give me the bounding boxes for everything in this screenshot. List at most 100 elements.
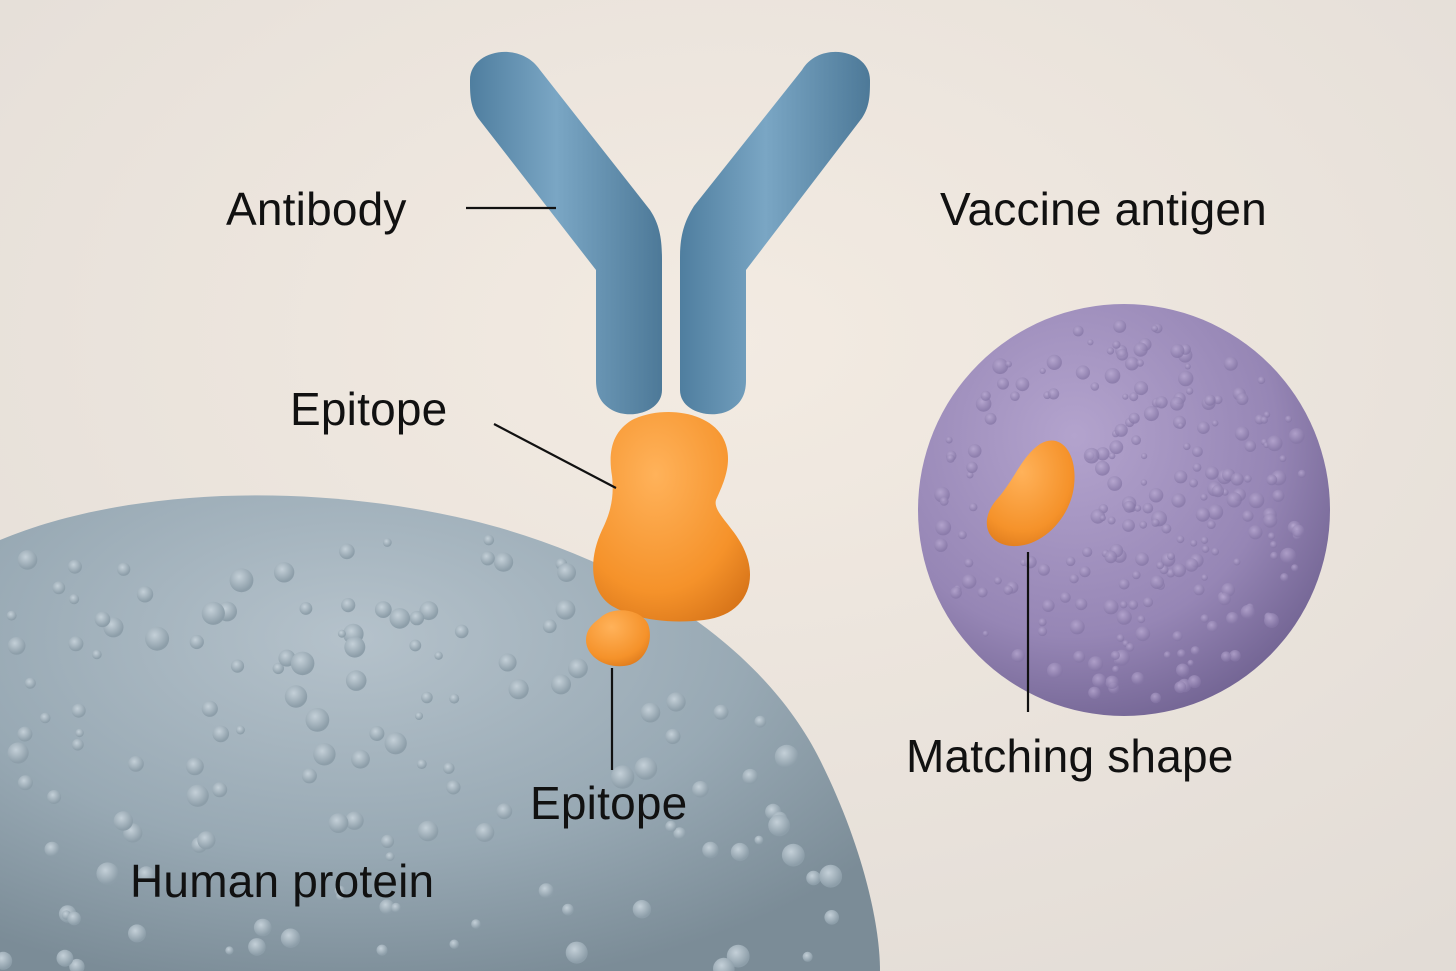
vaccine-antigen-surface-texture (934, 319, 1306, 704)
antigen-texture-bump (1088, 656, 1104, 672)
antigen-texture-bump (1242, 510, 1254, 522)
antibody-right-arm (680, 51, 870, 415)
surface-bump (0, 951, 13, 970)
surface-bump (692, 781, 709, 798)
surface-bump (768, 814, 790, 837)
surface-bump (806, 870, 821, 886)
vaccine-antigen-label: Vaccine antigen (940, 183, 1267, 235)
antigen-texture-bump (1189, 478, 1198, 488)
antigen-texture-bump (966, 461, 978, 473)
surface-bump (345, 811, 364, 830)
surface-bump (610, 765, 635, 789)
antigen-texture-bump (1236, 392, 1249, 406)
antigen-texture-bump (1177, 649, 1186, 658)
surface-bump (819, 864, 843, 888)
antigen-texture-bump (1204, 394, 1216, 406)
antigen-texture-bump (1116, 634, 1125, 642)
antigen-texture-bump (1106, 347, 1115, 355)
surface-bump (665, 728, 681, 745)
surface-bump (379, 899, 395, 915)
antigen-texture-bump (1075, 598, 1088, 611)
antigen-texture-bump (1226, 612, 1239, 625)
antigen-texture-bump (1269, 541, 1278, 549)
antigen-texture-bump (1183, 442, 1191, 451)
antigen-texture-bump (1112, 340, 1121, 349)
surface-bump (551, 674, 571, 695)
antigen-texture-bump (977, 587, 988, 598)
epitope-bound (586, 412, 751, 667)
surface-bump (253, 918, 272, 937)
antigen-texture-bump (1270, 551, 1279, 560)
antigen-texture-bump (992, 358, 1009, 375)
antigen-texture-bump (1095, 460, 1110, 476)
surface-bump (44, 841, 60, 857)
surface-bump (186, 757, 204, 776)
antigen-texture-bump (1123, 500, 1136, 513)
antigen-texture-bump (1069, 619, 1085, 635)
antigen-texture-bump (1248, 492, 1265, 509)
surface-bump (374, 601, 392, 618)
antigen-texture-bump (1096, 447, 1110, 461)
surface-bump (345, 670, 367, 691)
antigen-texture-bump (1104, 368, 1121, 384)
surface-bump (341, 598, 356, 613)
antigen-texture-bump (1108, 452, 1116, 460)
antigen-texture-bump (1187, 659, 1194, 667)
antigen-texture-bump (1211, 547, 1220, 556)
surface-bump (409, 610, 425, 626)
antigen-texture-bump (1037, 563, 1050, 576)
epitope-stem (586, 610, 650, 667)
surface-bump (235, 725, 245, 735)
surface-bump (328, 813, 349, 833)
antigen-texture-bump (1114, 423, 1128, 437)
antigen-texture-bump (1039, 367, 1046, 374)
surface-bump (336, 891, 346, 901)
antigen-texture-bump (1134, 504, 1142, 512)
antigen-texture-bump (1263, 411, 1271, 418)
surface-bump (774, 744, 799, 769)
antigen-texture-bump (1038, 618, 1047, 627)
antigen-texture-bump (1005, 360, 1012, 368)
surface-bump (434, 651, 443, 660)
surface-bump (632, 900, 652, 919)
antigen-texture-bump (1059, 592, 1071, 603)
surface-bump (416, 759, 427, 769)
antigen-texture-bump (1213, 395, 1223, 405)
antigen-texture-bump (1190, 646, 1200, 656)
surface-bump (449, 939, 459, 949)
leader-lines (466, 206, 1030, 770)
antigen-texture-bump (1092, 673, 1107, 688)
surface-bump (305, 708, 330, 732)
antigen-texture-bump (1148, 488, 1164, 503)
surface-bump (673, 827, 686, 840)
antigen-texture-bump (1131, 435, 1141, 446)
antigen-texture-bump (1243, 474, 1252, 483)
epitope-label-top: Epitope (290, 383, 448, 435)
surface-bump (68, 636, 84, 652)
antigen-texture-bump (1206, 520, 1216, 529)
surface-bump (186, 784, 209, 807)
antigen-texture-bump (1285, 415, 1292, 423)
antigen-texture-bump (1240, 604, 1255, 620)
antigen-texture-bump (1223, 356, 1238, 371)
surface-bump (117, 562, 131, 576)
antigen-texture-bump (1279, 455, 1287, 463)
antigen-texture-bump (1125, 643, 1135, 652)
antigen-texture-bump (1205, 466, 1219, 480)
surface-bump (802, 951, 813, 962)
human-protein-surface-bumps (0, 534, 843, 971)
surface-bump (640, 702, 661, 723)
antigen-texture-bump (1155, 396, 1168, 409)
epitope-label-bottom: Epitope (530, 777, 688, 829)
antigen-texture-bump (1185, 387, 1194, 395)
surface-bump (47, 790, 62, 804)
antigen-texture-bump (1046, 354, 1062, 370)
surface-bump (713, 957, 735, 971)
antigen-texture-bump (1151, 325, 1158, 332)
antigen-texture-bump (1122, 393, 1129, 400)
surface-bump (6, 610, 17, 621)
antigen-texture-bump (1174, 681, 1187, 694)
antigen-texture-bump (997, 377, 1009, 390)
surface-bump (781, 843, 805, 867)
antigen-texture-bump (1103, 599, 1119, 615)
